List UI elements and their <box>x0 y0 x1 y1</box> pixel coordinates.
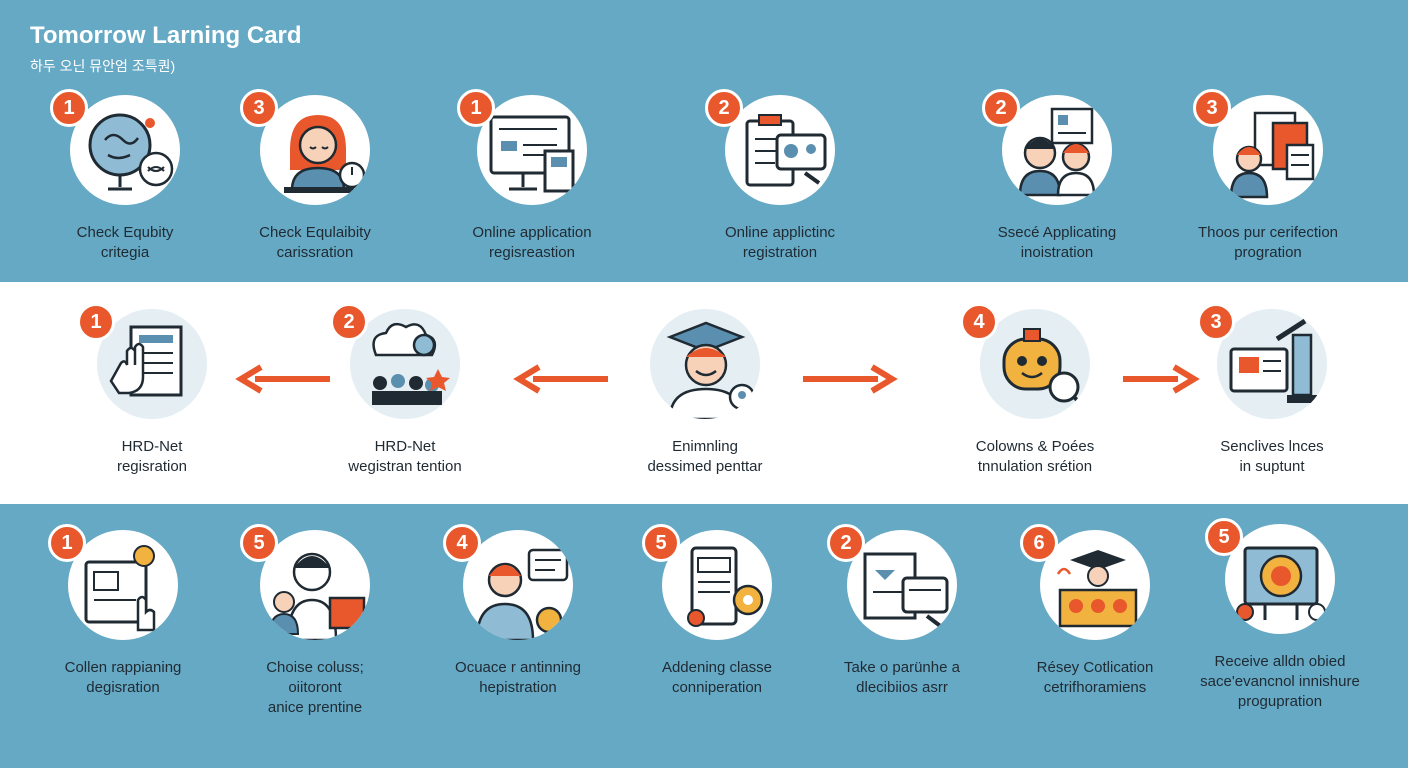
step-number-badge: 6 <box>1020 524 1058 562</box>
step-label: Online application regisreastion <box>472 224 592 261</box>
step-label: Check Equbity critegia <box>76 224 174 261</box>
group-idea-icon <box>350 309 460 419</box>
flow-arrow-right <box>798 364 898 394</box>
graduation-class-icon <box>1040 530 1150 640</box>
monitor-microscope-icon <box>1217 309 1327 419</box>
robot-magnifier-icon <box>980 309 1090 419</box>
phone-gear-icon <box>662 530 772 640</box>
step-label: Online applictinc registration <box>724 224 836 261</box>
step-number-badge: 4 <box>960 303 998 341</box>
top-band: Tomorrow Larning Card 하두 오닌 뮤안엄 조특퀀) 1 C… <box>0 0 1408 282</box>
tablet-touch-icon <box>68 530 178 640</box>
step-label: Ocuace r antinning hepistration <box>455 659 581 696</box>
step-label: Collen rappianing degisration <box>64 659 182 696</box>
hand-document-icon <box>97 309 207 419</box>
step-label: Receive alldn obied sace'evancnol innish… <box>1200 653 1360 710</box>
step-number-badge: 1 <box>48 524 86 562</box>
step-number-badge: 3 <box>1193 89 1231 127</box>
person-chat-icon <box>463 530 573 640</box>
step-number-badge: 2 <box>982 89 1020 127</box>
step-label: Take o parünhe a dlecibiios asrr <box>844 659 960 696</box>
clipboard-card-icon <box>725 95 835 205</box>
step-number-badge: 5 <box>1205 518 1243 556</box>
step-number-badge: 1 <box>77 303 115 341</box>
people-folder-icon <box>260 530 370 640</box>
step-label: Ssecé Applicating inoistration <box>997 224 1117 261</box>
two-people-icon <box>1002 95 1112 205</box>
woman-desk-icon <box>260 95 370 205</box>
step-label: Check Equlaibity carissration <box>259 224 371 261</box>
globe-person-icon <box>70 95 180 205</box>
step-label: HRD-Net regisration <box>116 438 188 475</box>
page-subtitle: 하두 오닌 뮤안엄 조특퀀) <box>30 58 176 74</box>
flow-arrow-left <box>235 364 335 394</box>
step-number-badge: 3 <box>240 89 278 127</box>
step-label: Colowns & Poées tnnulation srétion <box>975 438 1095 475</box>
flow-arrow-right <box>1118 364 1218 394</box>
page-title: Tomorrow Larning Card <box>30 22 302 49</box>
computer-form-icon <box>477 95 587 205</box>
step-label: Résey Cotlication cetrifhoramiens <box>1036 659 1154 696</box>
person-documents-icon <box>1213 95 1323 205</box>
step-number-badge: 2 <box>827 524 865 562</box>
step-number-badge: 2 <box>705 89 743 127</box>
step-number-badge: 1 <box>50 89 88 127</box>
bottom-band: 1 Collen rappianing degisration 5 Choise… <box>0 504 1408 768</box>
step-number-badge: 5 <box>240 524 278 562</box>
step-label: Choise coluss; oiitoront anice prentine <box>266 659 364 716</box>
step-number-badge: 2 <box>330 303 368 341</box>
certificate-seal-icon <box>1225 524 1335 634</box>
step-number-badge: 3 <box>1197 303 1235 341</box>
step-label: Senclives lnces in suptunt <box>1220 438 1324 475</box>
step-number-badge: 4 <box>443 524 481 562</box>
step-number-badge: 1 <box>457 89 495 127</box>
step-label: Addening classe conniperation <box>661 659 773 696</box>
step-label: Thoos pur cerifection progration <box>1197 224 1339 261</box>
step-label: Enimnling dessimed penttar <box>647 438 763 475</box>
cards-hand-icon <box>847 530 957 640</box>
graduate-icon <box>650 309 760 419</box>
middle-band: 1 HRD-Net regisration 2 HRD-Net wegistra… <box>0 282 1408 504</box>
step-number-badge: 5 <box>642 524 680 562</box>
flow-arrow-left <box>513 364 613 394</box>
step-label: HRD-Net wegistran tention <box>348 438 462 475</box>
